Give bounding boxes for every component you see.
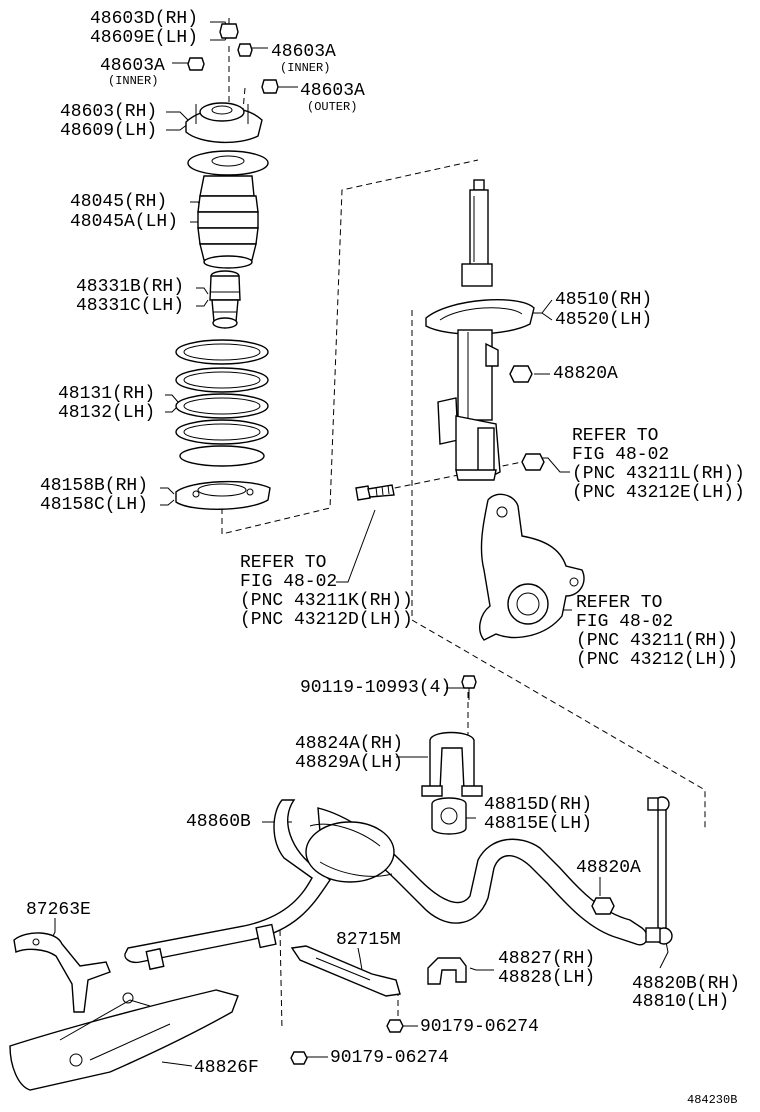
label-nut-inner-right-note: (INNER): [280, 61, 330, 75]
label-ref-a-2: FIG 48-02: [572, 445, 669, 465]
alignment-lines: [221, 46, 706, 1031]
label-nut-90179-a: 90179-06274: [420, 1017, 539, 1037]
label-clamp-lh: 48828(LH): [498, 968, 595, 988]
label-bracket-lh: 48829A(LH): [295, 753, 403, 773]
label-cover: 48826F: [194, 1058, 259, 1078]
label-bumper-rh: 48331B(RH): [76, 277, 184, 297]
label-nut-90179-b: 90179-06274: [330, 1048, 449, 1068]
top-nut-icon: [219, 18, 239, 39]
inner-nut-right-icon: [237, 43, 253, 57]
bracket-bolt-icon: [461, 675, 477, 700]
label-top-nut-lh: 48609E(LH): [90, 28, 198, 48]
inner-nut-left-icon: [187, 57, 205, 71]
label-ref-c-2: FIG 48-02: [576, 612, 673, 632]
label-ref-a-3: (PNC 43211L(RH)): [572, 464, 745, 484]
dust-boot-icon: [187, 150, 269, 269]
label-group: 48603D(RH) 48609E(LH) 48603A (INNER) 486…: [26, 9, 745, 1107]
stabilizer-link-icon: [645, 796, 673, 945]
label-strut-nut: 48820A: [553, 364, 618, 384]
label-insulator-rh: 48158B(RH): [40, 476, 148, 496]
label-bracket-82715m: 82715M: [336, 930, 401, 950]
label-nut-inner-left: 48603A: [100, 56, 165, 76]
label-spring-rh: 48131(RH): [58, 384, 155, 404]
label-nut-outer: 48603A: [300, 81, 365, 101]
label-link-rh: 48820B(RH): [632, 974, 740, 994]
knuckle-bolt-icon: [355, 484, 395, 501]
strut-mount-icon: [185, 102, 263, 144]
shock-absorber-icon: [425, 179, 535, 481]
outer-nut-icon: [261, 79, 279, 94]
label-ref-c-1: REFER TO: [576, 593, 662, 613]
label-ref-c-4: (PNC 43212(LH)): [576, 650, 738, 670]
label-bumper-lh: 48331C(LH): [76, 296, 184, 316]
label-boot-rh: 48045(RH): [70, 192, 167, 212]
label-ref-a-1: REFER TO: [572, 426, 658, 446]
label-ref-a-4: (PNC 43212E(LH)): [572, 483, 745, 503]
bump-stopper-icon: [209, 270, 241, 329]
figure-number: 484230B: [687, 1093, 737, 1107]
label-bracket-left: 87263E: [26, 900, 91, 920]
stabilizer-bar-icon: [124, 799, 648, 971]
label-ref-c-3: (PNC 43211(RH)): [576, 631, 738, 651]
knuckle-nut-icon: [521, 453, 545, 471]
label-strut-rh: 48510(RH): [555, 290, 652, 310]
engine-under-cover-icon: [9, 989, 239, 1091]
label-spring-lh: 48132(LH): [58, 403, 155, 423]
spring-insulator-icon: [175, 480, 271, 510]
label-mount-lh: 48609(LH): [60, 121, 157, 141]
label-ref-b-1: REFER TO: [240, 553, 326, 573]
nut-90179-b-icon: [290, 1051, 308, 1065]
link-nut-icon: [591, 897, 615, 915]
label-ref-b-4: (PNC 43212D(LH)): [240, 610, 413, 630]
label-nut-outer-note: (OUTER): [307, 100, 357, 114]
label-clamp-rh: 48827(RH): [498, 949, 595, 969]
label-bracket-rh: 48824A(RH): [295, 734, 403, 754]
clamp-bracket-icon: [427, 957, 467, 985]
label-ref-b-2: FIG 48-02: [240, 572, 337, 592]
label-bracket-bolt: 90119-10993(4): [300, 678, 451, 698]
label-link-lh: 48810(LH): [632, 992, 729, 1012]
label-top-nut-rh: 48603D(RH): [90, 9, 198, 29]
bushing-bracket-icon: [421, 731, 483, 797]
label-link-nut: 48820A: [576, 858, 641, 878]
coil-spring-icon: [175, 339, 269, 467]
label-strut-lh: 48520(LH): [555, 310, 652, 330]
label-stabilizer-bar: 48860B: [186, 812, 251, 832]
label-boot-lh: 48045A(LH): [70, 212, 178, 232]
label-bushing-rh: 48815D(RH): [484, 795, 592, 815]
label-nut-inner-left-note: (INNER): [108, 74, 158, 88]
steering-knuckle-icon: [479, 493, 585, 641]
label-bushing-lh: 48815E(LH): [484, 814, 592, 834]
nut-90179-a-icon: [386, 1019, 404, 1033]
label-mount-rh: 48603(RH): [60, 102, 157, 122]
left-bracket-icon: [13, 932, 111, 1013]
label-insulator-lh: 48158C(LH): [40, 495, 148, 515]
support-bracket-82715m-icon: [290, 945, 401, 997]
label-nut-inner-right: 48603A: [271, 42, 336, 62]
strut-nut-icon: [509, 365, 533, 383]
stabilizer-bushing-icon: [431, 797, 467, 835]
label-ref-b-3: (PNC 43211K(RH)): [240, 591, 413, 611]
